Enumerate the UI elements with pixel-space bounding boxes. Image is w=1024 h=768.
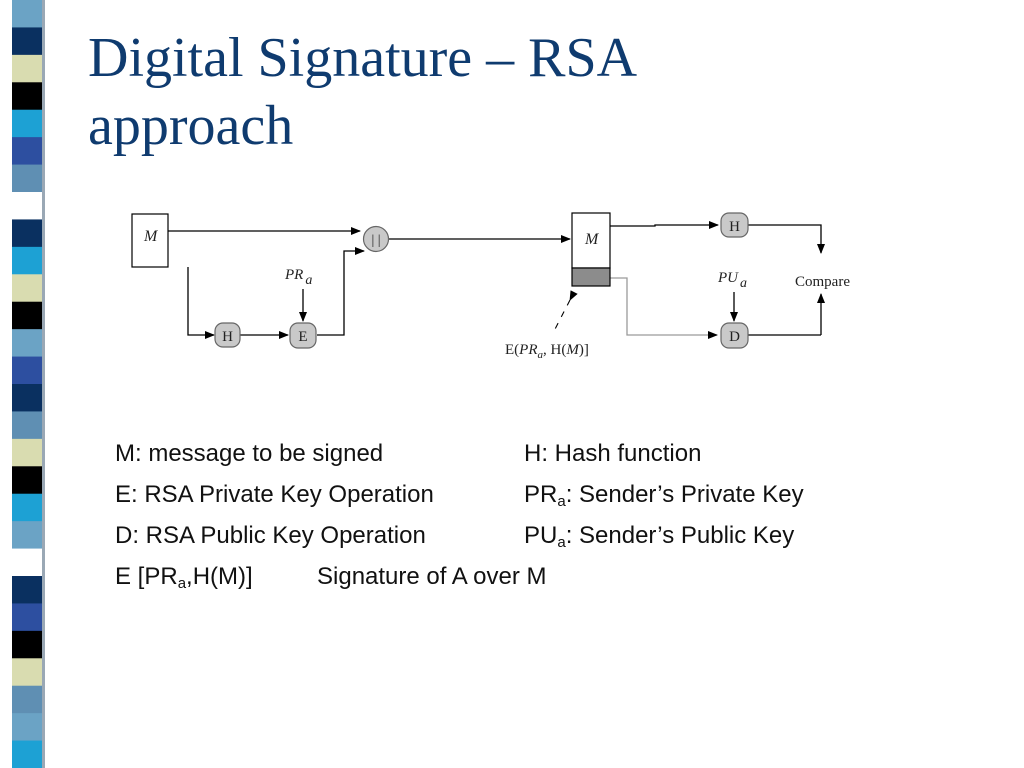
m-to-hash-arrow: [187, 267, 215, 339]
signed-message-box: [571, 212, 611, 269]
decorative-stripe: [12, 0, 45, 768]
title-line-2: approach: [88, 95, 294, 157]
signature-to-decrypt-arrow: [610, 277, 718, 339]
stripe-segment: [12, 713, 42, 742]
legend-h: H: Hash function: [524, 440, 702, 467]
decrypt-node: [720, 322, 749, 349]
stripe-segment: [12, 164, 42, 193]
stripe-edge: [42, 0, 45, 768]
encrypt-label: E: [298, 329, 307, 345]
stripe-segment: [12, 137, 42, 166]
stripe-segment: [12, 301, 42, 330]
stripe-segment: [12, 548, 42, 577]
stripe-segment: [12, 82, 42, 111]
stripe-segment: [12, 603, 42, 632]
connector-lines: [168, 221, 825, 339]
hash-to-compare-arrow: [748, 224, 825, 254]
title-line-1: Digital Signature – RSA: [88, 27, 638, 89]
legend-signature: E [PRa,H(M)]: [115, 563, 253, 592]
stripe-segment: [12, 658, 42, 687]
stripe-segment: [12, 356, 42, 385]
concat-label: | |: [371, 233, 380, 248]
encrypt-to-concat-arrow: [317, 247, 365, 336]
compare-label: Compare: [795, 274, 850, 290]
stripe-segment: [12, 192, 42, 220]
signature-pointer: [552, 290, 578, 334]
stripe-segment: [12, 246, 42, 275]
stripe-segment: [12, 576, 42, 604]
legend-pu: PUa: Sender’s Public Key: [524, 522, 795, 551]
encrypt-node: [289, 322, 317, 349]
legend-d: D: RSA Public Key Operation: [115, 522, 426, 549]
receiver-hash-label: H: [729, 219, 740, 235]
stripe-segment: [12, 411, 42, 440]
receiver-hash-node: [720, 212, 749, 238]
stripe-segment: [12, 740, 42, 768]
page-title: Digital Signature – RSA approach: [88, 24, 988, 160]
legend-pr: PRa: Sender’s Private Key: [524, 481, 804, 510]
stripe-segment: [12, 493, 42, 522]
hash-node: [214, 322, 241, 348]
concat-node: [362, 225, 390, 253]
stripe-segment: [12, 0, 42, 28]
stripe-segment: [12, 27, 42, 56]
legend-e: E: RSA Private Key Operation: [115, 481, 434, 508]
stripe-segment: [12, 329, 42, 358]
stripe-segment: [12, 685, 42, 714]
stripe-segment: [12, 630, 42, 659]
stripe-segment: [12, 438, 42, 467]
message-box: [131, 213, 169, 268]
stripe-segment: [12, 466, 42, 495]
stripe-segment: [12, 219, 42, 248]
stripe-segment: [12, 109, 42, 138]
message-label: M: [143, 228, 159, 245]
decrypt-label: D: [729, 329, 740, 345]
legend-m: M: message to be signed: [115, 440, 384, 467]
stripe-segment: [12, 521, 42, 550]
signature-block: [571, 267, 611, 287]
hash-label: H: [222, 329, 233, 345]
signature-caption: E(PRa, H(M)]: [505, 342, 589, 361]
legend-signature-def: Signature of A over M: [317, 563, 547, 590]
stripe-segment: [12, 274, 42, 303]
stripe-segment: [12, 54, 42, 83]
signed-message-label: M: [584, 231, 600, 248]
message-to-hash-arrow: [610, 221, 719, 229]
stripe-segment: [12, 384, 42, 412]
